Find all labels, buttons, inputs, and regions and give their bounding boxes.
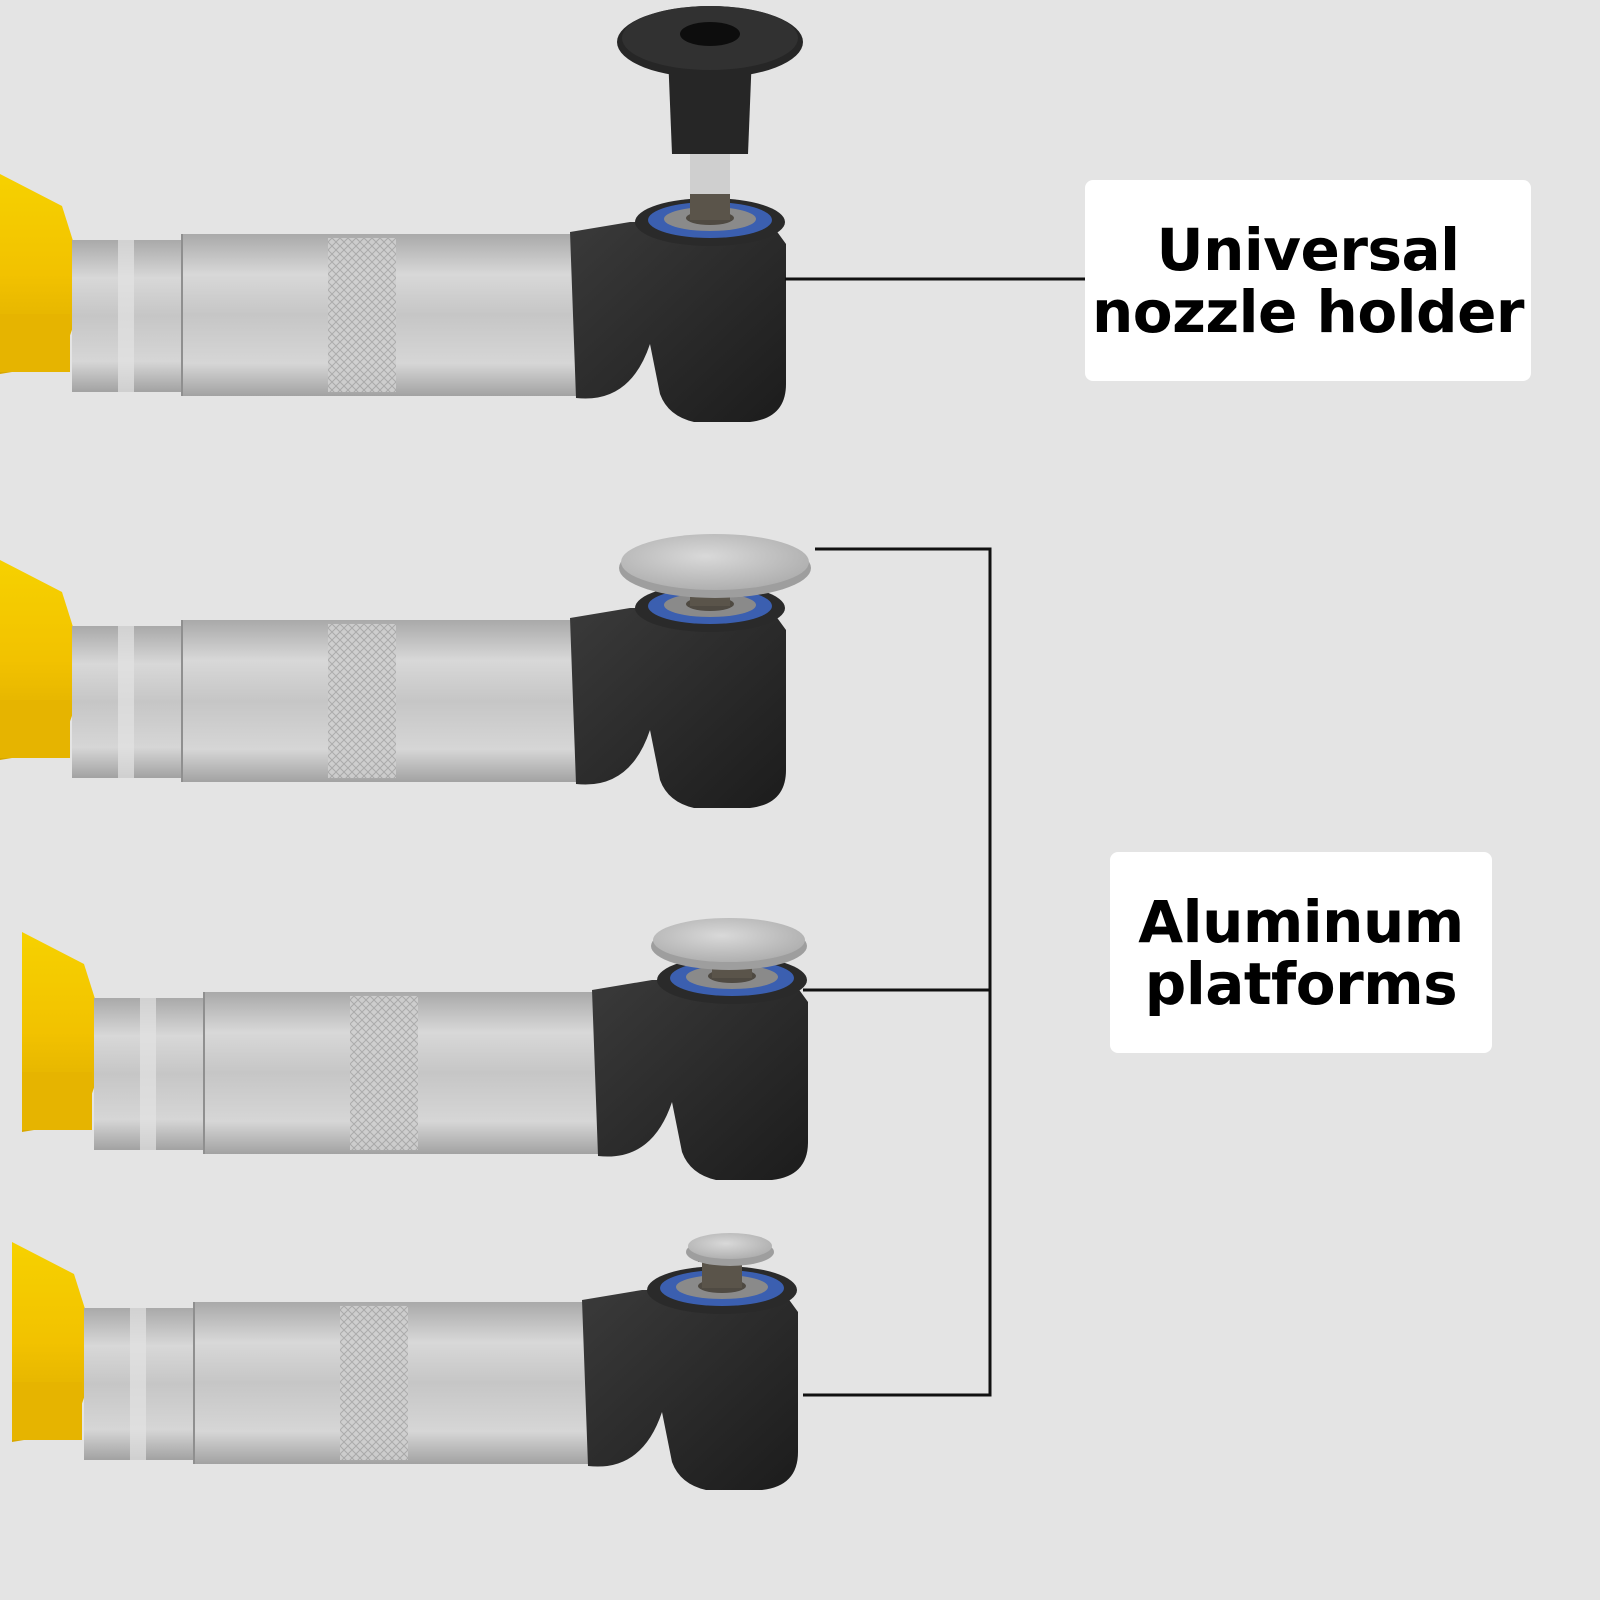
aluminum-platforms-label-line2: platforms — [1144, 949, 1458, 1018]
nozzle-holder-callout: Universal nozzle holder — [1085, 180, 1531, 381]
platforms-bracket-lines — [803, 547, 992, 1397]
tool-with-medium-platform — [21, 918, 809, 1181]
tool-with-nozzle-holder — [0, 6, 803, 423]
nozzle-holder-label-line1: Universal — [1156, 215, 1460, 284]
tool-with-large-platform — [0, 534, 811, 809]
tool-with-small-platform — [11, 1233, 799, 1491]
aluminum-platforms-label-line1: Aluminum — [1138, 887, 1464, 956]
aluminum-platforms-callout: Aluminum platforms — [1110, 852, 1492, 1053]
nozzle-holder-label-line2: nozzle holder — [1091, 277, 1525, 346]
